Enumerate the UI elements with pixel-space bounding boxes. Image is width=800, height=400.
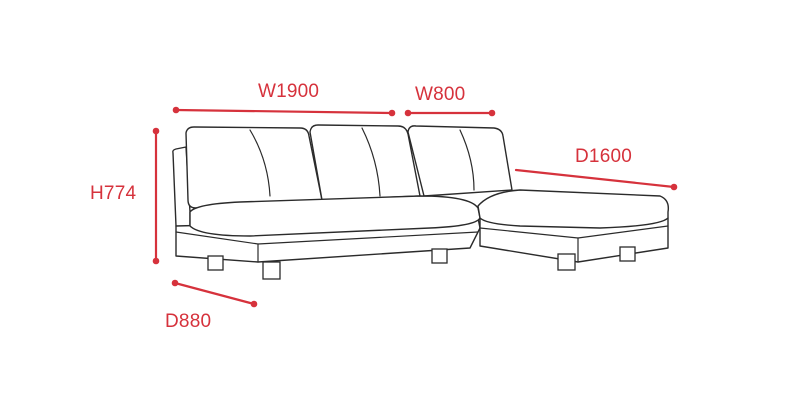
label-depth-main: D880 xyxy=(165,311,212,332)
sofa-leg xyxy=(557,253,576,271)
label-depth-chaise: D1600 xyxy=(575,146,632,167)
label-width-main: W1900 xyxy=(258,81,320,102)
sofa-leg xyxy=(431,248,448,264)
dimension-lines xyxy=(152,106,678,308)
dim-endpoint xyxy=(152,127,160,135)
dim-endpoint xyxy=(171,279,179,287)
back-cushion-middle xyxy=(309,124,421,201)
dim-line-width-main xyxy=(174,108,394,115)
dim-endpoint xyxy=(488,109,496,117)
sofa-leg xyxy=(262,261,281,280)
seat-cushion-chaise xyxy=(477,189,670,229)
sofa-leg xyxy=(207,255,224,271)
label-height: H774 xyxy=(90,183,137,204)
dim-endpoint xyxy=(152,257,160,265)
dim-endpoint xyxy=(404,109,412,117)
dim-line-depth-main xyxy=(173,281,256,306)
dim-endpoint xyxy=(670,183,678,191)
sofa-leg xyxy=(619,246,636,262)
dim-line-depth-chaise xyxy=(514,168,676,189)
dim-endpoint xyxy=(172,106,180,114)
dim-endpoint xyxy=(388,109,396,117)
back-cushion-right xyxy=(407,125,513,197)
sofa-illustration xyxy=(172,124,670,280)
dim-endpoint xyxy=(250,300,258,308)
back-cushion-left xyxy=(185,126,323,209)
label-width-chaise: W800 xyxy=(415,84,466,105)
